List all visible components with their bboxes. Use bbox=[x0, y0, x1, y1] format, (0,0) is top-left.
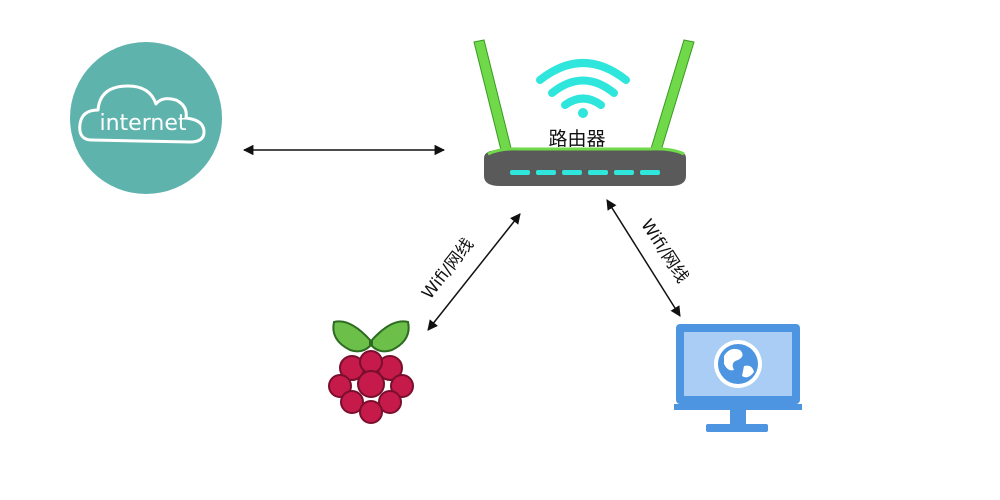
router-node: 路由器 bbox=[473, 39, 695, 186]
monitor-base-bar bbox=[674, 404, 802, 410]
computer-monitor-icon bbox=[674, 324, 802, 432]
internet-circle bbox=[70, 42, 222, 194]
right-antenna bbox=[649, 39, 695, 155]
cloud-icon bbox=[78, 84, 206, 144]
router-label: 路由器 bbox=[548, 128, 605, 150]
router-pi-arrow bbox=[427, 213, 521, 331]
pi-link-label: Wifi/网线 bbox=[418, 235, 478, 304]
monitor-neck bbox=[730, 410, 746, 424]
router-top-strip bbox=[487, 147, 685, 156]
pc-link-label: Wifi/网线 bbox=[636, 216, 692, 287]
internet-node: internet bbox=[70, 42, 222, 194]
internet-label: internet bbox=[100, 111, 187, 136]
router-body bbox=[484, 150, 686, 186]
router-pc-arrow bbox=[606, 199, 681, 317]
left-antenna bbox=[473, 39, 513, 155]
monitor-stand bbox=[706, 424, 768, 432]
wifi-icon bbox=[536, 59, 630, 118]
globe-icon bbox=[714, 340, 762, 388]
raspberry-pi-icon bbox=[328, 320, 414, 424]
router-leds bbox=[510, 170, 660, 175]
